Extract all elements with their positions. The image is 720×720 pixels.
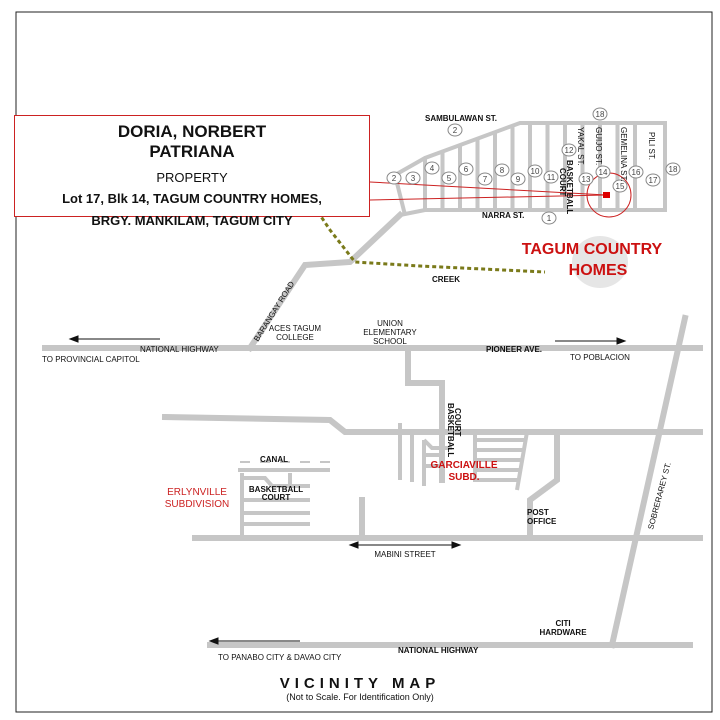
block-number: 4 (430, 164, 435, 173)
block-number-circle (561, 143, 577, 157)
map-border (15, 11, 713, 713)
lot-address: Lot 17, Blk 14, TAGUM COUNTRY HOMES, (62, 191, 322, 206)
block-number-circle (592, 107, 608, 121)
block-number: 13 (582, 175, 591, 184)
block-number-circle (424, 161, 440, 175)
court-label: COURT (453, 408, 462, 437)
block-number: 6 (464, 165, 469, 174)
national-highway-label: NATIONAL HIGHWAY (140, 345, 219, 354)
subdivision-title: HOMES (569, 262, 628, 279)
block-number: 18 (669, 165, 678, 174)
union-label: ELEMENTARY (363, 328, 417, 337)
court-label: BASKETBALL (565, 160, 574, 214)
block-number-circle (510, 172, 526, 186)
garciaville-label: GARCIAVILLE (430, 460, 497, 471)
erlynville-label: ERLYNVILLE (167, 487, 227, 498)
post-office-label: POST (527, 508, 549, 517)
national-highway-label: NATIONAL HIGHWAY (398, 646, 479, 655)
owner-name: PATRIANA (149, 142, 235, 161)
block-number-circle (543, 170, 559, 184)
block-number-circle (645, 173, 661, 187)
union-label: UNION (377, 319, 403, 328)
street-label: PILI ST. (647, 132, 656, 160)
street-label: NARRA ST. (482, 211, 524, 220)
to-capitol-label: TO PROVINCIAL CAPITOL (42, 355, 140, 364)
erlynville-lines (238, 461, 330, 538)
block-number: 18 (596, 110, 605, 119)
owner-info-box: DORIA, NORBERT PATRIANA PROPERTY Lot 17,… (14, 115, 370, 228)
to-poblacion-label: TO POBLACION (570, 353, 630, 362)
garciaville-label: SUBD. (448, 472, 479, 483)
aces-label: ACES TAGUM (269, 324, 321, 333)
block-number-circle (386, 171, 402, 185)
street-label: GEMELINA ST. (619, 127, 628, 182)
map-footer: VICINITY MAP (Not to Scale. For Identifi… (0, 675, 720, 702)
block-number-circle (494, 163, 510, 177)
block-number-circle (447, 123, 463, 137)
block-number: 15 (616, 182, 625, 191)
block-number-circle (527, 164, 543, 178)
pointer-line (369, 181, 607, 196)
block-number: 7 (483, 175, 488, 184)
block-number: 8 (500, 166, 505, 175)
union-label: SCHOOL (373, 337, 407, 346)
court-label: COURT (558, 168, 567, 197)
creek-line (308, 199, 546, 274)
block-number: 3 (411, 174, 416, 183)
lot-address: BRGY. MANKILAM, TAGUM CITY (91, 213, 293, 228)
subdivision-title: TAGUM COUNTRY (522, 241, 663, 258)
sobrerarey-road (608, 314, 689, 649)
block-number-circle (612, 179, 628, 193)
block-number-circle (477, 172, 493, 186)
block-number-circle (665, 162, 681, 176)
block-number: 17 (649, 176, 658, 185)
pointer-line (369, 194, 607, 201)
block-number: 1 (547, 214, 552, 223)
block-number: 14 (599, 168, 608, 177)
street-label: YAKAL ST. (576, 127, 585, 166)
property-marker (603, 192, 610, 198)
block-number: 11 (547, 173, 556, 182)
citi-label: CITI (555, 619, 570, 628)
map-title: VICINITY MAP (279, 675, 441, 692)
mabini-label: MABINI STREET (374, 550, 435, 559)
block-number-circle (405, 171, 421, 185)
roads (42, 210, 703, 649)
citi-label: HARDWARE (539, 628, 587, 637)
block-number-circle (595, 165, 611, 179)
canal-label: CANAL (260, 455, 288, 464)
block-number-circle (541, 211, 557, 225)
street-label: GUIJO ST. (594, 127, 603, 165)
block-number-circle (441, 171, 457, 185)
erlynville-label: SUBDIVISION (165, 499, 229, 510)
block-number: 2 (453, 126, 458, 135)
block-number-circle (578, 172, 594, 186)
court-label: BASKETBALL (446, 403, 455, 457)
block-number: 16 (632, 168, 641, 177)
street-label: SAMBULAWAN ST. (425, 114, 497, 123)
block-number: 10 (531, 167, 540, 176)
aces-label: COLLEGE (276, 333, 314, 342)
court-label: COURT (262, 493, 291, 502)
direction-arrows (68, 335, 627, 645)
block-number: 2 (392, 174, 397, 183)
block-number: 9 (516, 175, 521, 184)
owner-name: DORIA, NORBERT (117, 122, 267, 141)
block-number: 12 (565, 146, 574, 155)
to-panabo-label: TO PANABO CITY & DAVAO CITY (218, 653, 342, 662)
court-label: BASKETBALL (249, 485, 303, 494)
creek-label: CREEK (432, 275, 460, 284)
property-label: PROPERTY (156, 170, 228, 185)
block-number: 5 (447, 174, 452, 183)
block-number-circle (458, 162, 474, 176)
garciaville-lines (424, 431, 529, 491)
post-office-label: OFFICE (527, 517, 557, 526)
highlight-circle (572, 236, 628, 288)
pioneer-label: PIONEER AVE. (486, 345, 542, 354)
map-subtitle: (Not to Scale. For Identification Only) (286, 692, 434, 702)
block-number-circle (628, 165, 644, 179)
